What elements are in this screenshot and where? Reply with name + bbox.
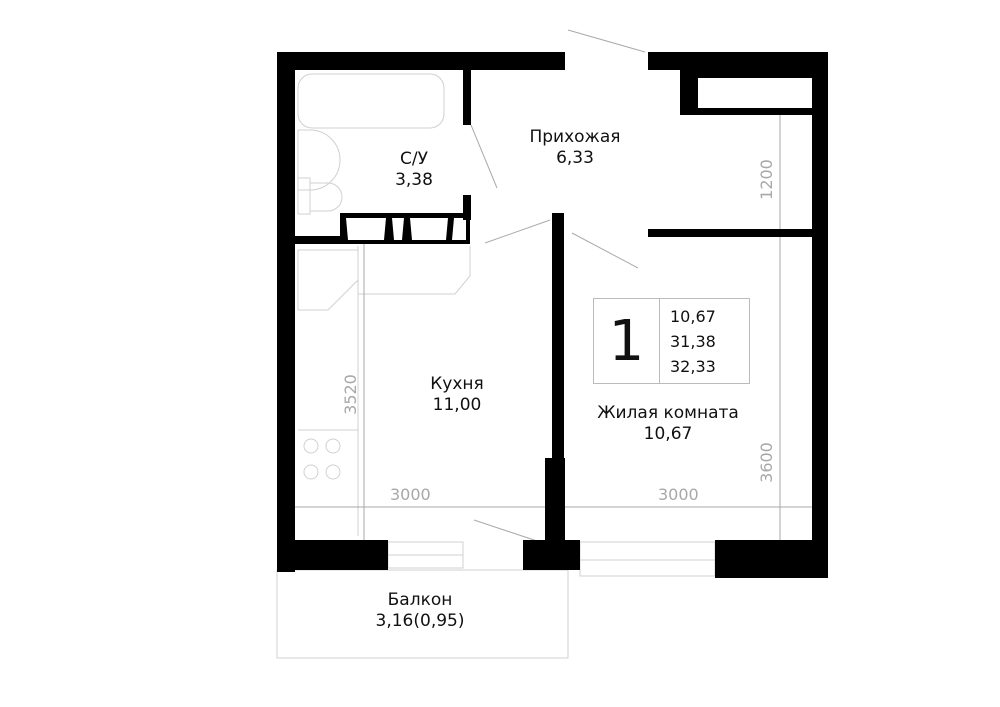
- bathtub: [297, 73, 445, 129]
- toilet: [297, 177, 343, 215]
- dim-kitchen-width: 3000: [390, 485, 431, 504]
- total-area: 31,38: [670, 331, 716, 351]
- balcony: [276, 569, 569, 659]
- room-area: 6,33: [556, 148, 594, 168]
- room-label-living: Жилая комната 10,67: [597, 403, 739, 445]
- room-name: Балкон: [387, 590, 453, 610]
- dim-room-length: 3600: [756, 442, 776, 483]
- room-area: 10,67: [643, 424, 693, 444]
- room-area: 11,00: [432, 395, 482, 415]
- room-label-kitchen: Кухня 11,00: [430, 374, 484, 416]
- room-name: С/У: [400, 149, 428, 169]
- room-label-bathroom: С/У 3,38: [395, 149, 433, 191]
- total-with-balcony: 32,33: [670, 356, 716, 376]
- room-name: Кухня: [430, 374, 484, 394]
- door-swings: [470, 29, 646, 543]
- room-label-balcony: Балкон 3,16(0,95): [376, 590, 465, 632]
- room-name: Жилая комната: [597, 403, 739, 423]
- room-area: 3,38: [395, 170, 433, 190]
- living-area: 10,67: [670, 306, 716, 326]
- dim-kitchen-length: 3520: [340, 374, 360, 415]
- dimension-lines: [295, 115, 812, 540]
- dim-wardrobe: 1200: [756, 159, 776, 200]
- sink: [297, 129, 341, 191]
- walls: [277, 52, 828, 578]
- shower: [297, 249, 359, 311]
- room-area: 3,16(0,95): [375, 611, 465, 631]
- dim-room-width: 3000: [658, 485, 699, 504]
- window-room: [579, 541, 716, 577]
- room-count: 1: [594, 299, 660, 383]
- apartment-info-box: 1 10,67 31,38 32,33: [593, 298, 750, 384]
- room-label-hall: Прихожая 6,33: [529, 127, 620, 169]
- kitchen-counter: [298, 246, 471, 536]
- room-name: Прихожая: [529, 127, 621, 147]
